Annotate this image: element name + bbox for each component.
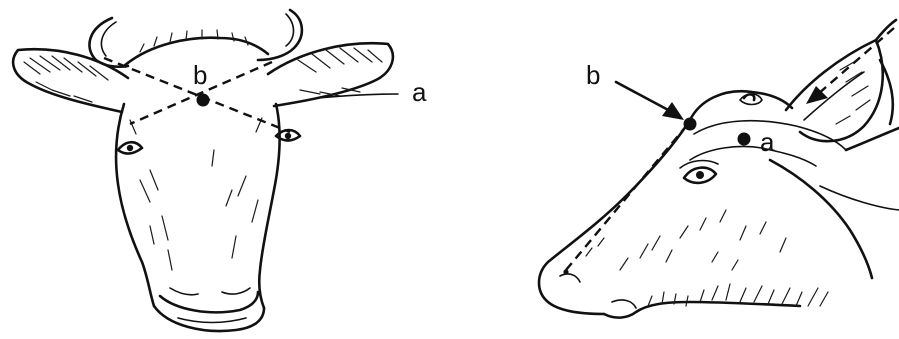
cow-head-front-icon: b a [13, 10, 427, 331]
side-point-b-marker [684, 118, 697, 131]
side-label-b: b [586, 60, 600, 90]
side-arrow-to-b-head [662, 102, 684, 120]
side-point-a-marker [738, 133, 751, 146]
front-point-b-marker [197, 94, 210, 107]
cow-head-side-icon: b a [539, 20, 899, 318]
front-label-a: a [412, 77, 427, 107]
side-label-a: a [760, 127, 775, 157]
side-arrow-to-b [616, 82, 672, 112]
front-label-b: b [193, 60, 207, 90]
